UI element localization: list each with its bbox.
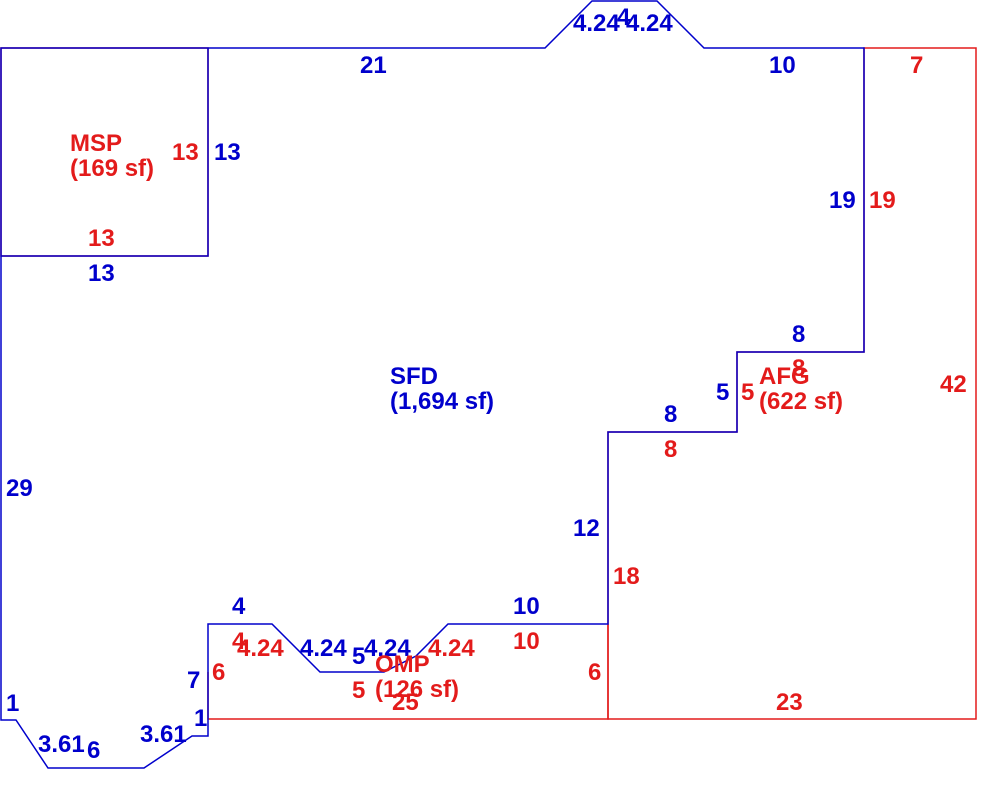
dim-afg-left-upper: 19	[869, 187, 896, 214]
blue-outlines	[0, 0, 865, 769]
dim-sfd-small-right: 1	[194, 705, 207, 732]
dim-afg-top-step: 8	[792, 355, 805, 382]
dim-sfd-afg-step-top: 8	[664, 401, 677, 428]
dim-sfd-diag-left: 3.61	[38, 731, 85, 758]
dim-sfd-porch-side: 7	[187, 667, 200, 694]
dim-sfd-left: 29	[6, 475, 33, 502]
dim-sfd-porch-top-right: 10	[513, 593, 540, 620]
dim-omp-bottom: 25	[392, 689, 419, 716]
dim-sfd-right-upper: 19	[829, 187, 856, 214]
dim-omp-bay-left: 4.24	[237, 635, 284, 662]
area-omp-size: (126 sf)	[375, 676, 459, 703]
dim-sfd-diag-right: 3.61	[140, 721, 187, 748]
red-outlines	[0, 47, 977, 720]
dim-msp-bottom: 13	[88, 225, 115, 252]
dim-omp-top: 10	[513, 628, 540, 655]
dim-afg-bottom-left: 6	[588, 659, 601, 686]
dim-sfd-top-right: 10	[769, 52, 796, 79]
dim-sfd-top-bay-left: 4.24	[573, 10, 620, 37]
dim-afg-left-lower: 18	[613, 563, 640, 590]
dim-sfd-porch-bay-left: 4.24	[300, 635, 347, 662]
dim-afg-right: 42	[940, 371, 967, 398]
dim-omp-side: 6	[212, 659, 225, 686]
area-sfd-name: SFD	[390, 363, 438, 390]
dim-afg-step: 5	[741, 379, 754, 406]
dim-omp-left: 4	[232, 628, 246, 655]
red-dimension-labels: 7 13 13 19 42 8 5 8 18 23 6 10 4 4.24 4.…	[88, 52, 967, 716]
area-afg-size: (622 sf)	[759, 388, 843, 415]
area-msp-size: (169 sf)	[70, 155, 154, 182]
dim-omp-bay-right: 4.24	[428, 635, 475, 662]
dim-sfd-right-lower: 12	[573, 515, 600, 542]
area-labels: MSP (169 sf) SFD (1,694 sf) AFG (622 sf)…	[70, 130, 843, 703]
dim-msp-side: 13	[172, 139, 199, 166]
dim-afg-bottom: 23	[776, 689, 803, 716]
dim-sfd-top-bay-center: 4	[617, 4, 631, 31]
area-sfd-size: (1,694 sf)	[390, 388, 494, 415]
sfd-outline	[0, 0, 865, 769]
blue-dimension-labels: 4.24 4 4.24 21 10 13 13 29 19 8 5 8 12 1…	[6, 4, 856, 764]
dim-sfd-bottom: 6	[87, 737, 100, 764]
dim-sfd-msp-side: 13	[214, 139, 241, 166]
dim-afg-step-top: 8	[664, 436, 677, 463]
dim-sfd-top-left: 21	[360, 52, 387, 79]
dim-sfd-small-left: 1	[6, 690, 19, 717]
dim-sfd-porch-left: 4	[232, 593, 246, 620]
area-afg-name: AFG	[759, 363, 810, 390]
dim-sfd-porch-bay-right: 4.24	[364, 635, 411, 662]
dim-sfd-afg-top: 8	[792, 321, 805, 348]
dim-msp-top: 7	[910, 52, 923, 79]
dim-sfd-msp-bottom: 13	[88, 260, 115, 287]
dim-sfd-porch-bay-center: 5	[352, 643, 365, 670]
area-msp-name: MSP	[70, 130, 122, 157]
dim-sfd-top-bay-right: 4.24	[626, 10, 673, 37]
area-omp-name: OMP	[375, 651, 430, 678]
dim-sfd-afg-step: 5	[716, 379, 729, 406]
dim-omp-small: 5	[352, 677, 365, 704]
